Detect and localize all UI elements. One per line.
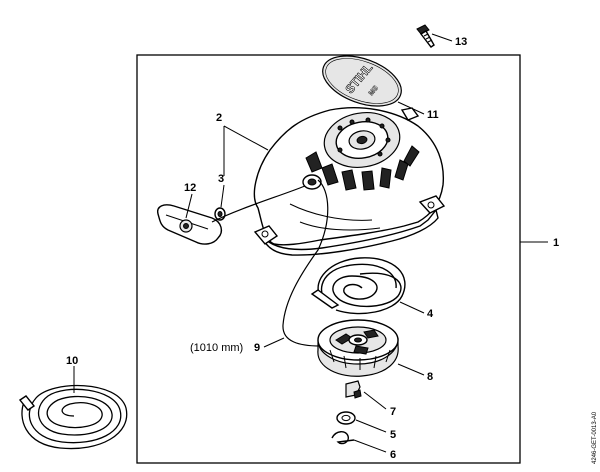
label-11: 11 [427, 109, 439, 121]
label-7: 7 [390, 406, 396, 418]
logo-cover-11: STIHL MS [322, 55, 402, 107]
screw-13 [416, 24, 435, 48]
pawl-7 [345, 380, 362, 399]
leader-13 [431, 33, 453, 42]
fan-housing-2 [253, 107, 446, 256]
starter-rope-9 [211, 179, 329, 347]
rope-rotor-8 [317, 319, 399, 377]
leader-2a [223, 125, 269, 151]
label-9: (1010 mm) [190, 342, 243, 354]
leader-3 [220, 184, 225, 208]
label-1: 1 [553, 237, 559, 249]
label-6: 6 [390, 449, 396, 461]
label-10: 10 [66, 355, 78, 367]
reference-code: 4246-GET-0013-A0 [592, 411, 598, 464]
assembly-frame [136, 54, 521, 464]
label-5: 5 [390, 429, 396, 441]
leader-4 [399, 301, 425, 314]
leader-12 [185, 193, 193, 219]
label-13: 13 [455, 36, 467, 48]
leader-9 [263, 337, 285, 348]
spring-clip-6 [331, 431, 355, 445]
washer-5 [336, 411, 356, 425]
leader-8 [397, 363, 425, 376]
label-9-num: 9 [254, 342, 260, 354]
leader-7 [363, 391, 387, 410]
label-8: 8 [427, 371, 433, 383]
label-12: 12 [184, 182, 196, 194]
rewind-spring-10 [18, 384, 128, 450]
rewind-spring-4 [310, 257, 406, 315]
label-3: 3 [218, 173, 224, 185]
leader-6 [353, 439, 387, 453]
label-2: 2 [216, 112, 222, 124]
starter-grip-12 [157, 204, 223, 245]
leader-5 [355, 419, 387, 433]
label-4: 4 [427, 308, 434, 320]
